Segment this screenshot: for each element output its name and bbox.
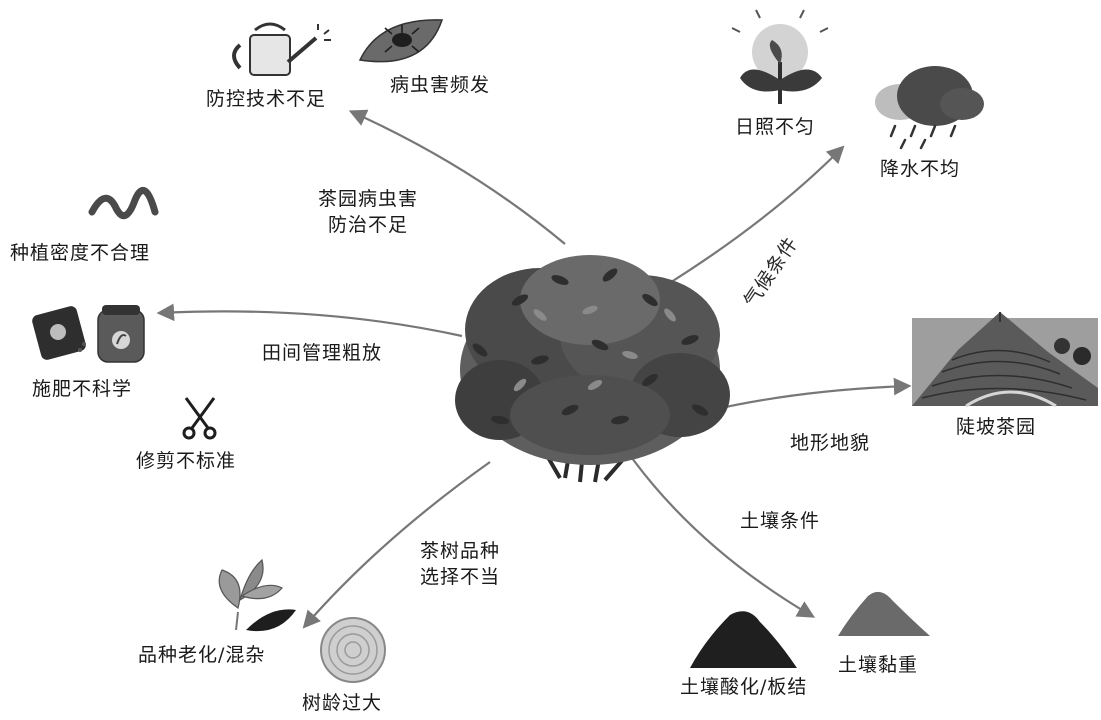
rain-cloud-icon [875, 66, 984, 150]
clay-soil-pile-icon [838, 591, 930, 636]
branch-label-variety-line1: 茶树品种 [420, 540, 501, 562]
tea-leaves-icon [218, 558, 296, 632]
item-label-planting-density: 种植密度不合理 [10, 242, 151, 264]
bug-on-leaf-icon [358, 19, 444, 63]
arrows [156, 109, 912, 629]
dark-soil-pile-icon [690, 611, 797, 668]
branch-label-pest-line1: 茶园病虫害 [318, 188, 419, 210]
scissors-icon [182, 397, 217, 440]
item-label-fertilizer: 施肥不科学 [32, 378, 133, 400]
item-label-pest-control: 防控技术不足 [206, 88, 327, 110]
item-label-pruning: 修剪不标准 [136, 450, 237, 472]
watering-can-icon [232, 22, 331, 76]
branch-label-variety: 茶树品种 选择不当 [420, 538, 500, 590]
fertilizer-bag-icon [32, 305, 145, 363]
arrow-to-fertilizer [156, 303, 463, 338]
tea-bush-icon [455, 255, 730, 483]
item-label-soil-acid: 土壤酸化/板结 [680, 676, 808, 698]
arrow-to-terrain [711, 377, 912, 412]
item-label-variety-aging: 品种老化/混杂 [138, 644, 266, 666]
arrow-to-variety [302, 461, 491, 629]
arrow-to-climate [667, 145, 845, 285]
item-label-sunlight: 日照不匀 [735, 116, 816, 138]
item-label-tree-age: 树龄过大 [302, 692, 383, 714]
item-label-pest-outbreak: 病虫害频发 [390, 74, 491, 96]
branch-label-pest: 茶园病虫害 防治不足 [318, 186, 418, 238]
branch-label-variety-line2: 选择不当 [420, 566, 501, 588]
branch-label-management: 田间管理粗放 [262, 342, 383, 364]
arrow-to-pest-control [348, 109, 566, 245]
sun-sprout-icon [731, 9, 829, 104]
wavy-line-icon [88, 186, 159, 219]
branch-label-terrain: 地形地貌 [790, 432, 871, 454]
item-label-soil-clay: 土壤黏重 [838, 654, 919, 676]
arrow-to-soil [631, 457, 816, 618]
terraced-hill-icon [912, 312, 1098, 408]
branch-label-soil: 土壤条件 [740, 510, 821, 532]
item-label-steep-slope: 陡坡茶园 [956, 416, 1037, 438]
tree-rings-icon [320, 617, 386, 683]
item-label-rainfall: 降水不均 [880, 158, 961, 180]
branch-label-pest-line2: 防治不足 [328, 214, 409, 236]
